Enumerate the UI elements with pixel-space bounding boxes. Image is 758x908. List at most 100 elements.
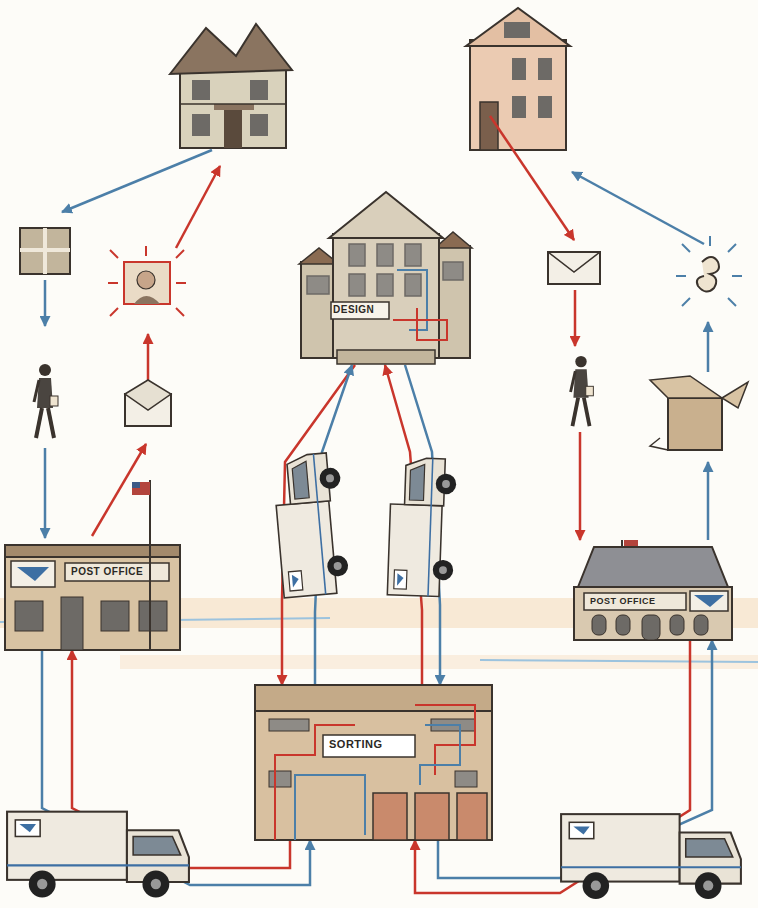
building-outline [420,725,460,785]
envelope-icon [548,252,600,272]
building-outline [17,567,49,581]
package-icon [20,228,70,274]
house-illustration [470,40,566,150]
building-outline [405,274,421,296]
building-outline [255,685,492,711]
idea-spark-icon [732,275,742,277]
building-outline [578,547,728,587]
building-outline [373,793,407,840]
house-illustration [170,24,292,148]
building-outline [377,244,393,266]
building-outline [295,775,365,840]
building-outline [331,302,389,319]
flow-arrow [490,116,574,240]
flow-arrow [574,290,577,346]
building-outline [255,685,492,840]
building-outline [297,190,472,365]
open-envelope-icon [125,380,171,410]
mail-truck-illustration [7,812,189,898]
open-box-icon [650,376,748,450]
building-outline [269,719,309,731]
photo-burst-icon [176,282,186,284]
open-box-icon [722,382,748,408]
flow-arrow [707,322,710,372]
building-outline [5,555,180,650]
building-outline [337,350,435,364]
building-outline [255,685,492,840]
post-office-building: POST OFFICE [570,545,735,640]
building-outline [149,545,151,650]
building-outline [405,244,421,266]
building-outline [377,274,393,296]
idea-spark-icon [728,244,736,252]
building-outline [415,793,449,840]
idea-spark-icon [676,236,742,306]
flow-arrow [62,150,212,212]
building-outline [670,615,684,635]
building-outline [15,597,167,650]
house-illustration [250,114,268,136]
house-illustration [180,103,286,105]
envelope-icon [548,252,600,284]
flag-icon [132,482,140,488]
building-sign-text: DESIGN [333,305,374,315]
envelope-icon [548,252,600,284]
building-outline [443,262,463,280]
design-building: DESIGN [297,190,472,365]
flow-arrow [147,334,150,380]
photo-burst-icon [110,250,118,258]
building-outline [329,192,443,238]
photo-burst-icon [108,282,118,284]
photo-burst-icon [124,262,170,304]
building-outline [5,545,180,557]
building-outline [101,601,129,631]
package-icon [20,228,70,274]
walker-icon [34,364,58,438]
house-illustration [466,8,570,150]
building-outline [437,246,470,358]
house-illustration [192,114,210,136]
building-sign-text: SORTING [329,739,383,750]
mail-truck-illustration [561,814,741,899]
building-outline [642,615,660,640]
photo-burst-icon [137,271,155,289]
building-outline [616,615,630,635]
idea-spark-icon [682,244,690,252]
building-outline [307,244,463,296]
house-illustration [214,104,254,110]
post-office-building: POST OFFICE [5,545,180,650]
photo-burst-icon [176,250,184,258]
building-outline [65,563,169,581]
walker-icon [571,356,594,426]
flow-arrow [579,432,582,540]
house-illustration [250,80,268,100]
building-outline [455,771,477,787]
idea-spark-icon [682,298,690,306]
house-illustration [512,58,526,80]
building-outline [5,545,180,650]
photo-burst-icon [145,246,147,256]
building-outline [592,615,606,635]
building-outline [307,276,329,294]
building-outline [373,793,487,840]
house-illustration [224,108,242,148]
building-sign-text: POST OFFICE [71,567,143,577]
building-outline [349,274,365,296]
house-illustration [512,96,526,118]
photo-burst-icon [108,246,186,316]
idea-spark-icon [709,236,711,246]
house-illustration [538,58,552,80]
building-outline [323,735,415,757]
sorting-facility: SORTING [255,685,492,840]
building-outline [269,771,291,787]
open-envelope-icon [125,380,171,426]
house-illustration [538,96,552,118]
building-outline [694,615,708,635]
building-outline [349,244,365,266]
photo-burst-icon [108,246,186,316]
house-illustration [466,8,570,46]
van-illustration [272,452,350,598]
flow-arrow [45,150,220,538]
building-outline [592,615,708,640]
